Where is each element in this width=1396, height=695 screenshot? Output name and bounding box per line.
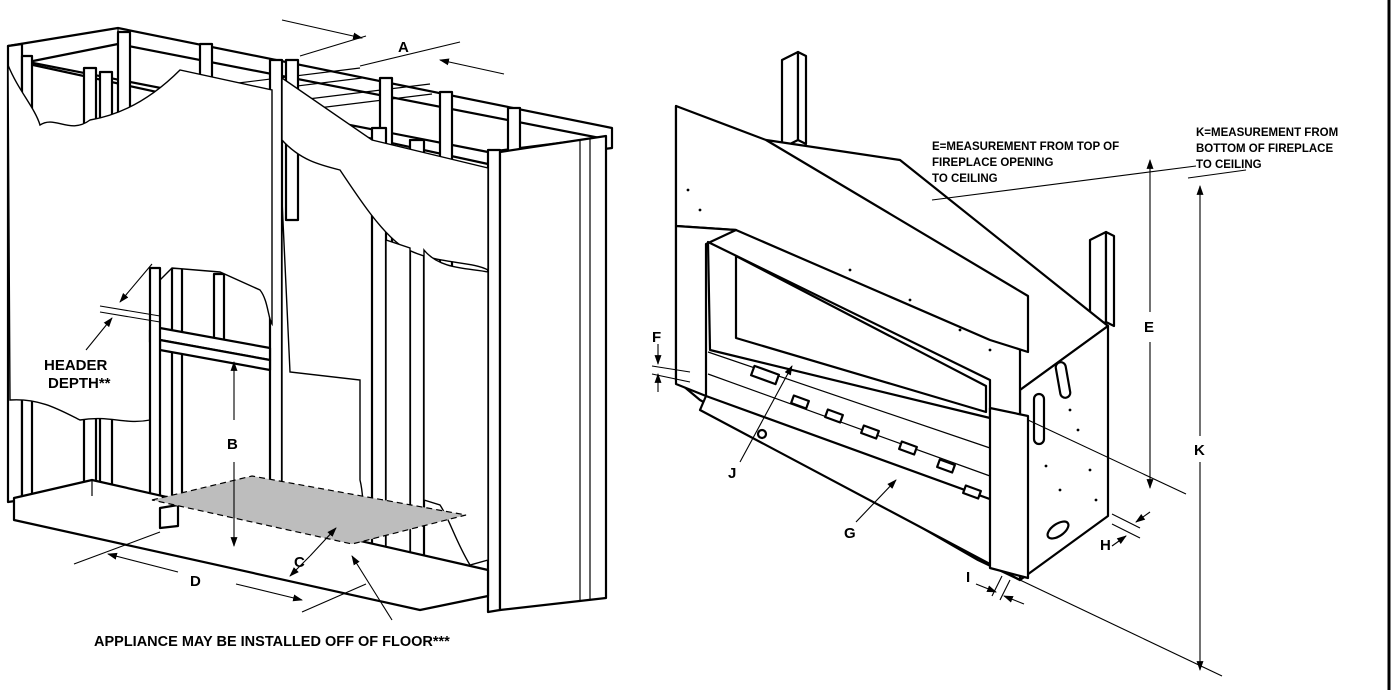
note-k-line1: K=MEASUREMENT FROM xyxy=(1196,127,1338,139)
label-e: E xyxy=(1144,319,1154,336)
note-e-line3: TO CEILING xyxy=(932,173,998,185)
label-d: D xyxy=(190,573,201,590)
right-trim-panel xyxy=(988,406,1030,580)
glass xyxy=(734,254,988,414)
drywall-left xyxy=(7,64,273,423)
label-header-depth-line2: DEPTH** xyxy=(48,375,111,392)
label-h: H xyxy=(1100,537,1111,554)
label-g: G xyxy=(844,525,856,542)
framing-diagram: A HEADER DEPTH** B C D APPLIANCE MAY BE … xyxy=(6,19,614,650)
floor-area xyxy=(151,475,467,545)
label-a: A xyxy=(398,39,409,56)
note-e-line2: FIREPLACE OPENING xyxy=(932,157,1053,169)
label-b: B xyxy=(227,436,238,453)
right-end-stud xyxy=(486,148,502,614)
label-i: I xyxy=(966,569,970,586)
standoff-rear xyxy=(780,50,800,150)
label-f: F xyxy=(652,329,661,346)
screw-dots xyxy=(686,188,1098,502)
fireplace-diagram: E E=MEASUREMENT FROM TOP OF FIREPLACE OP… xyxy=(651,50,1338,677)
label-header-depth-line1: HEADER xyxy=(44,357,108,374)
floor-note: APPLIANCE MAY BE INSTALLED OFF OF FLOOR*… xyxy=(94,634,450,650)
left-trim-panel xyxy=(674,224,738,398)
drywall-right xyxy=(281,76,489,272)
note-e-line1: E=MEASUREMENT FROM TOP OF xyxy=(932,141,1119,153)
note-k-line3: TO CEILING xyxy=(1196,159,1262,171)
note-k-line2: BOTTOM OF FIREPLACE xyxy=(1196,143,1333,155)
label-k: K xyxy=(1194,442,1205,459)
label-c: C xyxy=(294,554,305,571)
label-j: J xyxy=(728,465,736,482)
